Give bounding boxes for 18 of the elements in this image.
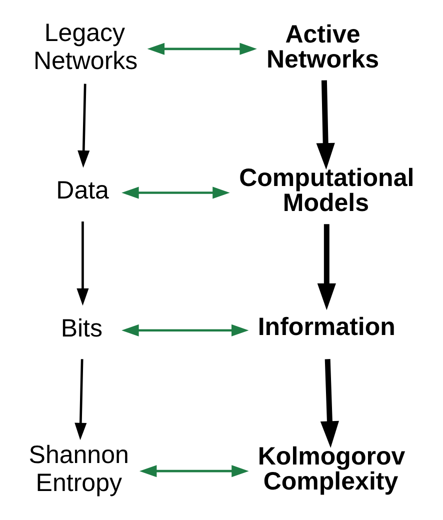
arrow (317, 224, 336, 310)
arrow (316, 80, 335, 170)
node-text: Bits (60, 314, 103, 342)
arrow (74, 359, 87, 440)
arrow (139, 465, 249, 478)
arrow (122, 186, 230, 199)
node-text: Information (258, 312, 396, 341)
arrow (78, 84, 90, 168)
node-text: Legacy Networks (33, 18, 138, 75)
node-text: Data (56, 176, 109, 205)
arrow (320, 359, 340, 448)
node-text: Computational Models (239, 164, 414, 218)
arrow (147, 42, 257, 55)
arrow (76, 222, 89, 306)
node-text: Kolmogorov Complexity (258, 442, 406, 496)
node-text: Shannon Entropy (28, 440, 129, 498)
arrow (122, 324, 249, 336)
node-text: Active Networks (266, 20, 380, 74)
